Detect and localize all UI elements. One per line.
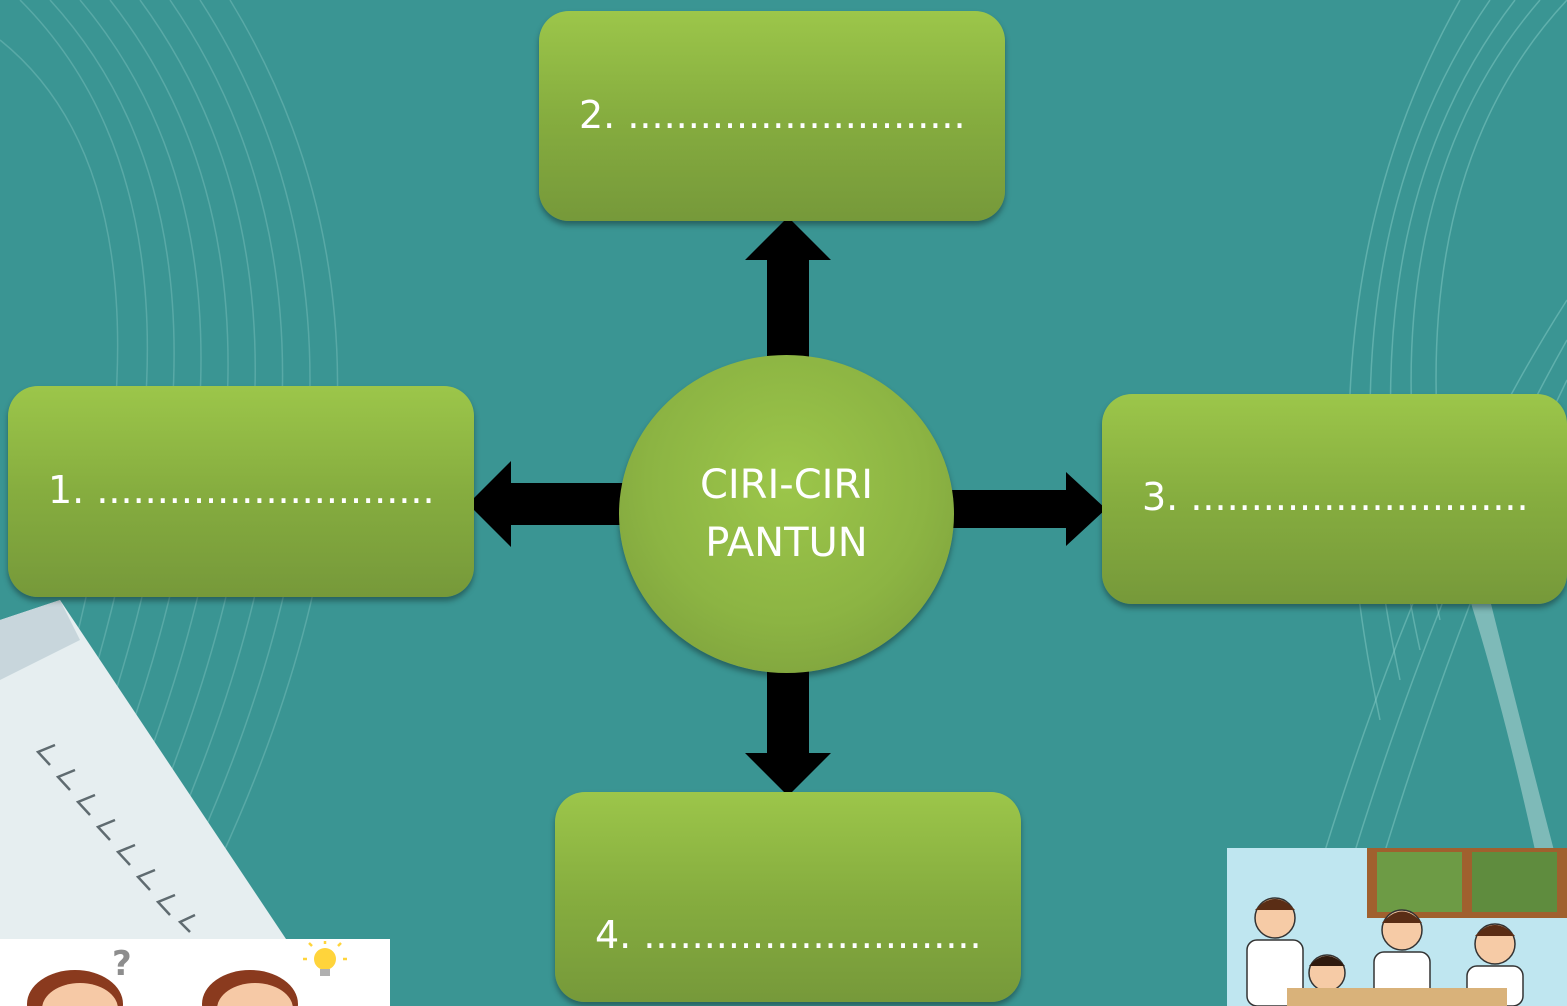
box-1-label: 1. ............................ xyxy=(48,468,435,512)
svg-text:?: ? xyxy=(112,944,132,984)
face-left xyxy=(27,970,123,1006)
center-topic-line2: PANTUN xyxy=(705,520,868,566)
box-4-label: 4. ............................ xyxy=(595,913,982,957)
arrow-down xyxy=(745,668,831,796)
faces-illustration: ? xyxy=(27,941,347,1006)
arrow-up xyxy=(745,217,831,359)
classroom-illustration xyxy=(1227,848,1567,1006)
question-mark-icon: ? xyxy=(112,944,132,984)
center-topic: CIRI-CIRI PANTUN xyxy=(619,355,954,673)
center-topic-line1: CIRI-CIRI xyxy=(699,462,874,508)
face-right xyxy=(202,970,298,1006)
light-bulb-icon xyxy=(303,941,347,976)
box-4: 4. ............................ xyxy=(555,792,1021,1002)
box-3-label: 3. ............................ xyxy=(1142,475,1529,519)
arrow-left xyxy=(468,461,624,547)
box-1: 1. ............................ xyxy=(8,386,474,597)
arrow-right xyxy=(951,472,1106,546)
classroom-picture xyxy=(1227,848,1567,1006)
bottom-left-panel xyxy=(0,600,300,1006)
student-figures xyxy=(1246,897,1524,1006)
right-light-streak xyxy=(1470,560,1567,1006)
box-2: 2. ............................ xyxy=(539,11,1005,221)
box-2-label: 2. ............................ xyxy=(579,93,966,137)
thinking-illustration: ? xyxy=(0,939,390,1006)
box-3: 3. ............................ xyxy=(1102,394,1567,604)
chevron-left-icon xyxy=(35,743,196,933)
